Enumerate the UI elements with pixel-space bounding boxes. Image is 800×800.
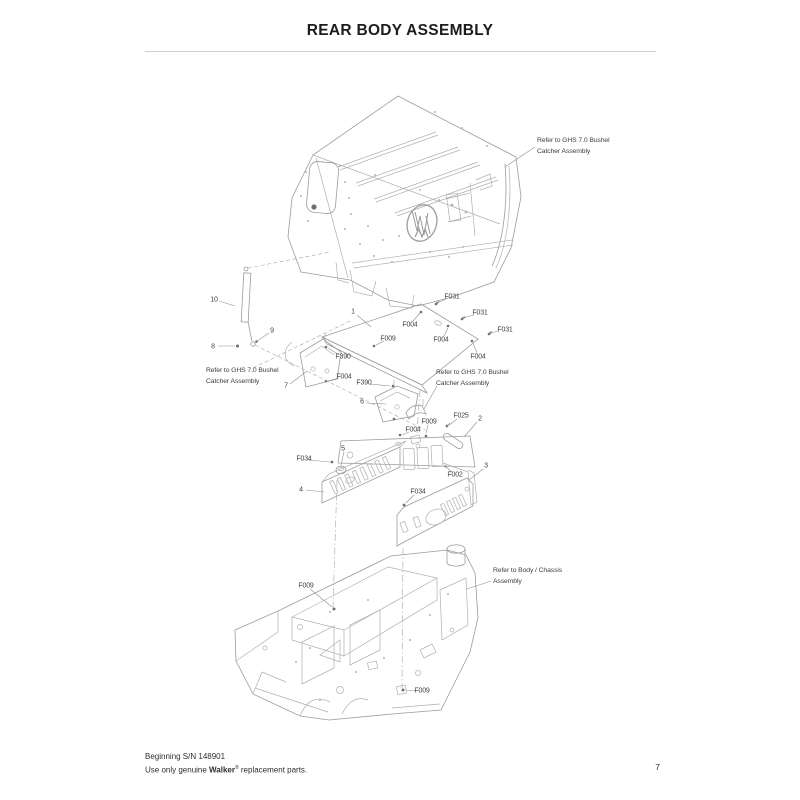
walker-logo (406, 204, 438, 242)
strap (442, 422, 464, 449)
filler-neck (446, 544, 466, 567)
footer: Beginning S/N 148901 Use only genuine Wa… (145, 751, 307, 776)
panel-side (321, 440, 407, 504)
part-callout-f031-10: F031 (444, 293, 460, 301)
part-callout-f034-25: F034 (410, 488, 426, 496)
latch-rail (445, 163, 511, 269)
bracket-left (284, 333, 342, 388)
part-callout-f004-17: F004 (405, 426, 421, 434)
page-number: 7 (655, 762, 660, 772)
part-callout-2-1: 2 (478, 415, 482, 423)
part-callout-5-4: 5 (341, 445, 345, 453)
part-callout-f025-26: F025 (453, 412, 469, 420)
part-callout-f009-18: F009 (380, 335, 396, 343)
footer-genuine-note: Use only genuine Walker® replacement par… (145, 764, 308, 775)
part-callout-f034-24: F034 (296, 455, 312, 463)
part-callout-3-2: 3 (484, 462, 488, 470)
cap-part5 (335, 465, 347, 475)
part-callout-f031-12: F031 (497, 326, 513, 334)
brand-name: Walker (209, 765, 235, 775)
part-callout-1-0: 1 (351, 308, 355, 316)
part-callout-f009-21: F009 (414, 687, 430, 695)
part-callout-f390-23: F390 (356, 379, 372, 387)
registered-mark: ® (234, 764, 239, 771)
part-callout-f004-16: F004 (336, 373, 352, 381)
part-callout-f009-19: F009 (421, 418, 437, 426)
gas-spring (236, 266, 258, 348)
part-callout-f002-27: F002 (447, 471, 463, 479)
part-callout-8-7: 8 (211, 343, 215, 351)
part-callout-4-3: 4 (299, 486, 303, 494)
part-callout-f004-15: F004 (470, 353, 486, 361)
part-callout-6-5: 6 (360, 398, 364, 406)
panel-rear-upper (337, 435, 476, 471)
rivets (300, 111, 488, 263)
alignment-lines (247, 251, 426, 689)
part-callout-f031-11: F031 (472, 309, 488, 317)
part-callout-f009-20: F009 (298, 582, 314, 590)
part-callout-10-9: 10 (210, 296, 218, 304)
leader-lines (218, 146, 536, 692)
part-callout-f004-14: F004 (433, 336, 449, 344)
access-door (306, 161, 339, 214)
bracket-right (374, 380, 419, 423)
part-callout-9-8: 9 (270, 327, 274, 335)
page-title: REAR BODY ASSEMBLY (306, 22, 494, 39)
footer-serial-note: Beginning S/N 148901 (145, 752, 226, 761)
part-callout-7-6: 7 (284, 382, 288, 390)
title-divider (145, 51, 656, 52)
part-callout-f004-13: F004 (402, 321, 418, 329)
panel-rear-lower (396, 462, 478, 547)
part-callout-f390-22: F390 (335, 353, 351, 361)
catcher-body (287, 95, 522, 309)
chassis-frame (234, 544, 479, 721)
